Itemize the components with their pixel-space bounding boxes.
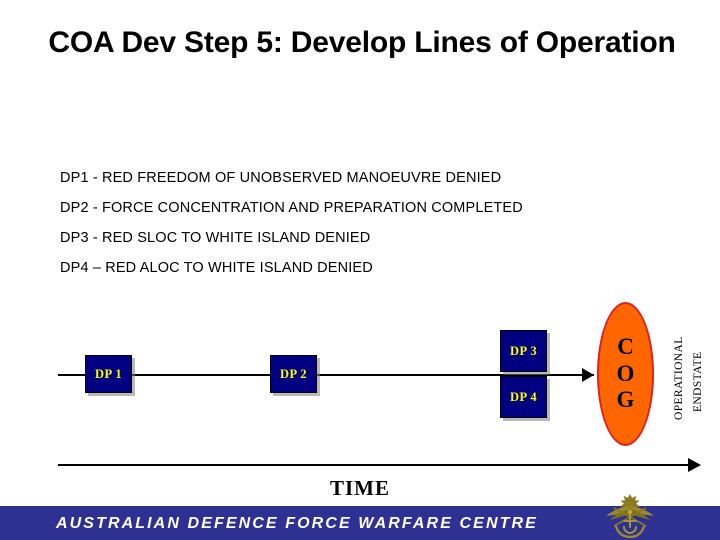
decision-point-box-dp3: DP 3 [500, 330, 547, 372]
decision-point-box-dp4: DP 4 [500, 376, 547, 418]
decision-point-label: DP 1 [95, 366, 122, 381]
cog-letter-g: G [616, 387, 635, 413]
page-title: COA Dev Step 5: Develop Lines of Operati… [48, 26, 676, 59]
operational-label: OPERATIONAL [673, 336, 685, 420]
time-axis [58, 464, 692, 466]
time-axis-arrowhead-icon [688, 458, 701, 472]
list-item: DP4 – RED ALOC TO WHITE ISLAND DENIED [60, 260, 373, 276]
decision-point-box-dp1: DP 1 [85, 355, 132, 393]
list-item: DP2 - FORCE CONCENTRATION AND PREPARATIO… [60, 200, 523, 216]
endstate-label: ENDSTATE [692, 351, 704, 412]
footer-title: AUSTRALIAN DEFENCE FORCE WARFARE CENTRE [56, 515, 538, 532]
time-axis-label: TIME [329, 476, 390, 500]
decision-point-list: DP1 - RED FREEDOM OF UNOBSERVED MANOEUVR… [60, 170, 680, 290]
decision-point-label: DP 3 [510, 343, 537, 358]
list-item: DP3 - RED SLOC TO WHITE ISLAND DENIED [60, 230, 371, 246]
cog-letter-c: C [617, 333, 634, 359]
line-of-operation-arrowhead-icon [582, 368, 594, 382]
footer-banner: AUSTRALIAN DEFENCE FORCE WARFARE CENTRE [0, 506, 720, 540]
list-item: DP1 - RED FREEDOM OF UNOBSERVED MANOEUVR… [60, 170, 502, 186]
decision-point-label: DP 4 [510, 389, 537, 404]
decision-point-box-dp2: DP 2 [270, 355, 317, 393]
centre-of-gravity-ellipse: C O G [597, 302, 654, 446]
cog-letter-o: O [616, 360, 635, 386]
adf-tri-service-crest-icon [606, 494, 654, 538]
line-of-operation-axis [58, 374, 594, 376]
decision-point-label: DP 2 [280, 366, 307, 381]
